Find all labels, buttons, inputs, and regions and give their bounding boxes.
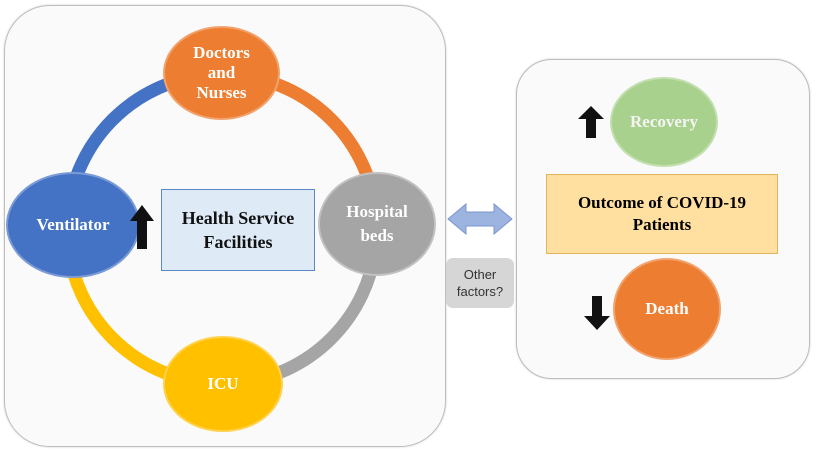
other-factors-label: Other factors? bbox=[456, 267, 504, 299]
doctors-and-nurses-label: Doctors and Nurses bbox=[193, 43, 250, 102]
health-service-facilities-label: Health Service Facilities bbox=[181, 208, 295, 252]
death-label: Death bbox=[645, 299, 689, 318]
icu-label: ICU bbox=[207, 374, 239, 393]
left-right-arrow-icon bbox=[447, 202, 513, 236]
outcome-label: Outcome of COVID-19 Patients bbox=[577, 193, 747, 234]
hospital-beds-label: Hospital beds bbox=[346, 202, 408, 245]
doctors-and-nurses-node: Doctors and Nurses bbox=[163, 26, 280, 120]
up-arrow-icon bbox=[578, 106, 604, 138]
ventilator-label: Ventilator bbox=[36, 215, 110, 234]
down-arrow-icon bbox=[584, 296, 610, 330]
ventilator-node: Ventilator bbox=[6, 172, 140, 278]
up-arrow-icon bbox=[130, 205, 154, 249]
hospital-beds-node: Hospital beds bbox=[318, 172, 436, 276]
icu-node: ICU bbox=[163, 336, 283, 432]
other-factors-box: Other factors? bbox=[446, 258, 514, 308]
outcome-box: Outcome of COVID-19 Patients bbox=[546, 174, 778, 254]
health-service-facilities-box: Health Service Facilities bbox=[161, 189, 315, 271]
recovery-label: Recovery bbox=[630, 112, 698, 131]
recovery-node: Recovery bbox=[610, 77, 718, 167]
death-node: Death bbox=[613, 258, 721, 360]
